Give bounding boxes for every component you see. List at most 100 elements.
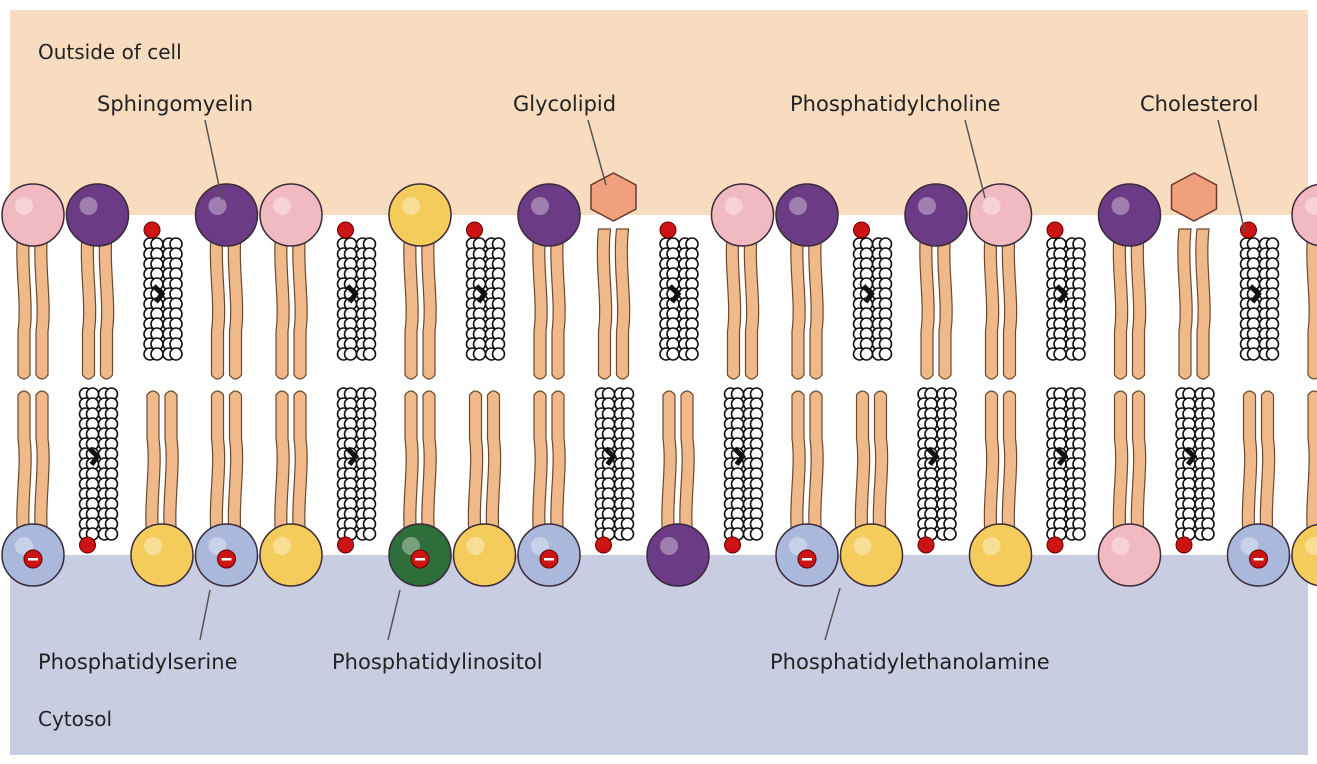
fatty-acid-tail	[551, 229, 565, 379]
fatty-acid-tail	[855, 391, 869, 541]
hydroxyl-group-icon	[854, 222, 870, 238]
hydroxyl-group-icon	[1176, 537, 1192, 553]
head-highlight	[467, 537, 485, 555]
sphingomyelin-label: Sphingomyelin	[97, 92, 253, 116]
cholesterol-atom	[751, 528, 763, 540]
fatty-acid-tail	[873, 391, 887, 541]
phosphatidylethanolamine-head	[454, 524, 516, 586]
cholesterol-atom	[686, 348, 698, 360]
cholesterol-atom	[474, 348, 486, 360]
head-highlight	[983, 537, 1001, 555]
phosphatidylcholine-head	[970, 184, 1032, 246]
minus-sign-icon	[415, 558, 425, 561]
fatty-acid-tail	[99, 229, 113, 379]
fatty-acid-tail	[726, 229, 740, 379]
sphingomyelin-head	[518, 184, 580, 246]
fatty-acid-tail	[1242, 391, 1256, 541]
head-highlight	[918, 197, 936, 215]
head-highlight	[983, 197, 1001, 215]
fatty-acid-tail	[422, 391, 436, 541]
fatty-acid-tail	[533, 391, 547, 541]
hydroxyl-group-icon	[338, 222, 354, 238]
fatty-acid-tail	[1002, 391, 1016, 541]
phosphatidylcholine-label: Phosphatidylcholine	[790, 92, 1001, 116]
fatty-acid-tail	[404, 229, 418, 379]
cholesterol-atom	[493, 348, 505, 360]
cholesterol-atom	[880, 348, 892, 360]
hydroxyl-group-icon	[918, 537, 934, 553]
head-highlight	[789, 197, 807, 215]
phosphatidylcholine-head	[260, 184, 322, 246]
sphingomyelin-head	[1099, 184, 1161, 246]
fatty-acid-tail	[404, 391, 418, 541]
hydroxyl-group-icon	[660, 222, 676, 238]
hydroxyl-group-icon	[144, 222, 160, 238]
fatty-acid-tail	[597, 229, 611, 379]
hydroxyl-group-icon	[338, 537, 354, 553]
fatty-acid-tail	[1113, 229, 1127, 379]
cholesterol-atom	[345, 348, 357, 360]
fatty-acid-tail	[1113, 391, 1127, 541]
cholesterol-atom	[151, 348, 163, 360]
phosphatidylcholine-head	[712, 184, 774, 246]
fatty-acid-tail	[293, 229, 307, 379]
hydroxyl-group-icon	[1047, 537, 1063, 553]
fatty-acid-tail	[228, 391, 242, 541]
fatty-acid-tail	[1307, 229, 1317, 379]
fatty-acid-tail	[164, 391, 178, 541]
fatty-acid-tail	[533, 229, 547, 379]
cholesterol-atom	[1073, 528, 1085, 540]
phosphatidylethanolamine-head	[841, 524, 903, 586]
fatty-acid-tail	[984, 229, 998, 379]
hydroxyl-group-icon	[1047, 222, 1063, 238]
fatty-acid-tail	[938, 229, 952, 379]
fatty-acid-tail	[920, 229, 934, 379]
minus-sign-icon	[222, 558, 232, 561]
fatty-acid-tail	[662, 391, 676, 541]
fatty-acid-tail	[1196, 229, 1210, 379]
head-highlight	[15, 197, 33, 215]
fatty-acid-tail	[984, 391, 998, 541]
sphingomyelin-head	[776, 184, 838, 246]
head-highlight	[273, 197, 291, 215]
fatty-acid-tail	[468, 391, 482, 541]
minus-sign-icon	[802, 558, 812, 561]
minus-sign-icon	[1254, 558, 1264, 561]
phosphatidylethanolamine-head	[131, 524, 193, 586]
fatty-acid-tail	[35, 391, 49, 541]
head-highlight	[144, 537, 162, 555]
head-highlight	[1112, 537, 1130, 555]
fatty-acid-tail	[791, 229, 805, 379]
head-highlight	[209, 197, 227, 215]
fatty-acid-tail	[680, 391, 694, 541]
minus-sign-icon	[28, 558, 38, 561]
head-highlight	[1112, 197, 1130, 215]
fatty-acid-tail	[1178, 229, 1192, 379]
fatty-acid-tail	[81, 229, 95, 379]
fatty-acid-tail	[1002, 229, 1016, 379]
head-highlight	[660, 537, 678, 555]
cholesterol-atom	[364, 528, 376, 540]
fatty-acid-tail	[615, 229, 629, 379]
head-highlight	[725, 197, 743, 215]
head-highlight	[273, 537, 291, 555]
minus-sign-icon	[544, 558, 554, 561]
cholesterol-atom	[1248, 348, 1260, 360]
fatty-acid-tail	[551, 391, 565, 541]
fatty-acid-tail	[35, 229, 49, 379]
fatty-acid-tail	[275, 229, 289, 379]
sphingomyelin-head	[647, 524, 709, 586]
fatty-acid-tail	[210, 391, 224, 541]
glycolipid-label: Glycolipid	[513, 92, 616, 116]
cholesterol-atom	[622, 528, 634, 540]
fatty-acid-tail	[1307, 391, 1317, 541]
fatty-acid-tail	[791, 391, 805, 541]
head-highlight	[531, 197, 549, 215]
fatty-acid-tail	[228, 229, 242, 379]
hydroxyl-group-icon	[725, 537, 741, 553]
sphingomyelin-head	[905, 184, 967, 246]
sphingomyelin-head	[196, 184, 258, 246]
fatty-acid-tail	[422, 229, 436, 379]
cholesterol-atom	[861, 348, 873, 360]
phosphatidylethanolamine-head	[389, 184, 451, 246]
